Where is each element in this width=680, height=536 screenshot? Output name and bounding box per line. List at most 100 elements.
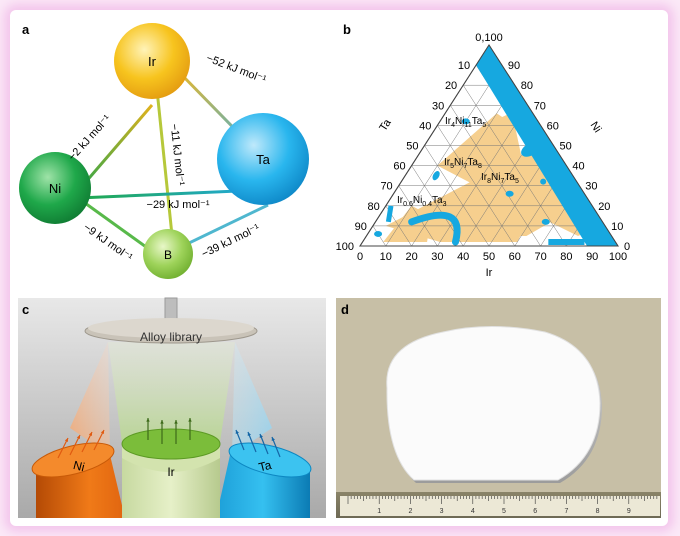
wafer — [386, 326, 601, 481]
figure-canvas: a Ir Ta Ni B −52 kJ mol⁻¹ −2 kJ mol⁻¹ −1… — [18, 22, 661, 518]
tick-left: 30 — [432, 100, 444, 112]
energy-ni-b: −9 kJ mol⁻¹ — [81, 221, 135, 264]
flux-arrowhead — [247, 432, 251, 436]
energy-ir-ta: −52 kJ mol⁻¹ — [205, 52, 268, 86]
ruler — [340, 496, 660, 516]
tick-bottom: 90 — [586, 251, 598, 263]
tick-bottom: 0 — [357, 251, 363, 263]
tick-left: 20 — [445, 80, 457, 92]
tick-right: 40 — [572, 161, 584, 173]
tick-right: 50 — [560, 141, 572, 153]
tick-bottom: 40 — [457, 251, 469, 263]
tick-right: 30 — [585, 181, 597, 193]
tick-left: 80 — [368, 201, 380, 213]
tick-right: 90 — [508, 60, 520, 72]
flux-arrowhead — [174, 420, 178, 424]
flux-arrowhead — [188, 418, 192, 422]
flux-arrow — [57, 437, 69, 459]
axis-ta-title: Ta — [377, 116, 394, 133]
node-ir-label: Ir — [148, 54, 157, 69]
grid-line — [424, 145, 490, 247]
figure-frame: a Ir Ta Ni B −52 kJ mol⁻¹ −2 kJ mol⁻¹ −1… — [10, 10, 668, 526]
ruler-number: 1 — [377, 508, 381, 515]
beam-ni — [70, 342, 110, 455]
tick-bottom: 70 — [534, 251, 546, 263]
ternary-phases — [374, 45, 618, 246]
flux-arrowhead — [259, 434, 263, 438]
tick-bottom: 60 — [509, 251, 521, 263]
ruler-number: 3 — [440, 508, 444, 515]
phase-blob — [374, 230, 383, 237]
ni-target-face — [31, 442, 115, 478]
tick-right: 20 — [598, 201, 610, 213]
ruler-number: 8 — [596, 508, 600, 515]
flux-arrowhead — [88, 432, 92, 436]
node-b — [143, 229, 193, 279]
ruler-number: 2 — [408, 508, 412, 515]
tick-bottom: 80 — [560, 251, 572, 263]
tick-left: 60 — [393, 161, 405, 173]
phase-arc — [408, 211, 461, 246]
ruler-number: 9 — [627, 508, 631, 515]
energy-ir-ni: −2 kJ mol⁻¹ — [66, 113, 113, 164]
phase-label-2: Ir5Ni7Ta8 — [444, 157, 482, 170]
flux-arrowhead — [64, 438, 68, 442]
flux-arrow — [81, 431, 93, 453]
tick-bottom: 30 — [431, 251, 443, 263]
axis-ir-title: Ir — [486, 267, 493, 279]
panel-c: c Alloy library Ni Ta Ir — [18, 297, 326, 518]
flux-arrowhead — [271, 437, 275, 441]
beam-ta — [232, 342, 272, 455]
grid-line — [437, 125, 516, 247]
tick-right: 60 — [547, 120, 559, 132]
beam-ir — [108, 342, 235, 442]
edge-ir-b — [154, 79, 175, 246]
node-b-label: B — [164, 248, 172, 262]
ruler-number: 6 — [533, 508, 537, 515]
phase-blob — [432, 171, 440, 181]
panel-c-label: c — [22, 302, 29, 317]
energy-ir-b: −11 kJ mol⁻¹ — [168, 123, 186, 186]
tick-left: 70 — [380, 181, 392, 193]
tick-right: 0 — [624, 241, 630, 253]
panel-a: a Ir Ta Ni B −52 kJ mol⁻¹ −2 kJ mol⁻¹ −1… — [19, 22, 309, 279]
tick-bottom: 20 — [405, 251, 417, 263]
panel-d-label: d — [341, 302, 349, 317]
ruler-number: 4 — [471, 508, 475, 515]
ir-target-face — [121, 428, 221, 460]
phase-strip — [385, 205, 394, 223]
ta-target-face — [228, 442, 312, 478]
node-ta-label: Ta — [256, 152, 271, 167]
grid-line — [462, 85, 567, 247]
phase-label-1: Ir4Ni11Ta5 — [445, 116, 486, 129]
apex-label: 0,100 — [475, 32, 503, 44]
ruler-number: 5 — [502, 508, 506, 515]
tick-bottom: 100 — [609, 251, 627, 263]
ta-target-label: Ta — [257, 458, 273, 475]
flux-arrowhead — [160, 420, 164, 424]
holder-rod — [164, 297, 178, 321]
grid-line — [398, 185, 438, 247]
ta-flux-arrows — [235, 429, 281, 458]
phase-blob — [541, 218, 550, 225]
grid-line — [385, 64, 503, 247]
tick-right: 10 — [611, 221, 623, 233]
phase-band-edge — [476, 45, 618, 246]
tick-left: 40 — [419, 120, 431, 132]
flux-arrowhead — [235, 430, 239, 434]
phase-blob — [540, 178, 547, 185]
axis-ni-title: Ni — [588, 120, 604, 135]
flux-arrow — [69, 434, 81, 456]
tick-right: 70 — [534, 100, 546, 112]
energy-b-ta: −39 kJ mol⁻¹ — [200, 222, 262, 261]
ir-target-label: Ir — [167, 465, 174, 479]
phase-blob — [505, 190, 514, 197]
flux-arrowhead — [100, 430, 104, 434]
node-ni — [19, 152, 91, 224]
tick-right: 80 — [521, 80, 533, 92]
phase-blob — [461, 118, 470, 125]
ir-flux-arrows — [146, 418, 192, 444]
